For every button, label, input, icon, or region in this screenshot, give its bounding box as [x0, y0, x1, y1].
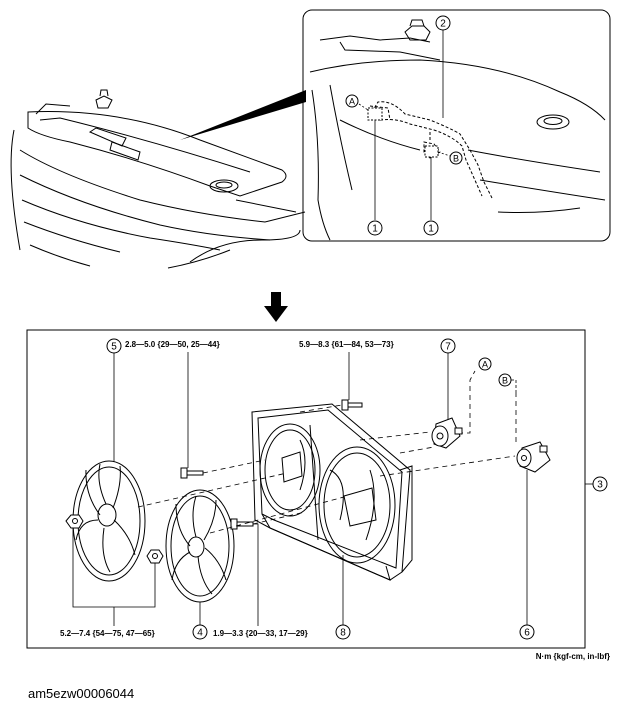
- detail-box: [302, 9, 611, 242]
- marker-a-detail: [345, 94, 359, 108]
- callout-4: [192, 624, 208, 640]
- detail-view-body: [309, 19, 606, 241]
- connector-left: [367, 107, 383, 121]
- marker-a-detail-label: A: [349, 97, 355, 107]
- marker-b-detail-label: B: [453, 154, 459, 164]
- zoom-wedge: [180, 90, 306, 140]
- alignment-lines: [137, 370, 541, 534]
- marker-a-exploded-label: A: [482, 360, 488, 370]
- callout-5: [106, 338, 122, 354]
- fan-motor-lower: [516, 441, 551, 473]
- bolt-motor-upper: [341, 399, 363, 411]
- marker-b-detail: [449, 151, 463, 165]
- callout-7: [440, 338, 456, 354]
- connector-right: [424, 145, 439, 158]
- fan-shroud: [251, 403, 413, 581]
- callout-8-label: 8: [340, 628, 346, 639]
- callout-6: [519, 624, 535, 640]
- callout-4-label: 4: [197, 628, 203, 639]
- callout-3: [592, 476, 608, 492]
- vehicle-front-view: [10, 89, 306, 269]
- fan-small: [165, 489, 235, 603]
- image-code: am5ezw00006044: [28, 686, 134, 701]
- callout-7-label: 7: [445, 342, 451, 353]
- callout-6-label: 6: [524, 628, 530, 639]
- bolt-fan-hub: [230, 518, 254, 530]
- fan-large: [72, 460, 146, 582]
- nut-left: [65, 514, 84, 529]
- bolt-fan-shroud-lower: [180, 467, 204, 479]
- marker-b-exploded-label: B: [502, 376, 508, 386]
- callout-2-label: 2: [440, 19, 446, 30]
- callout-1-right: [423, 220, 439, 236]
- callout-1-left: [367, 220, 383, 236]
- callout-2: [435, 15, 451, 31]
- callout-1-left-label: 1: [372, 224, 378, 235]
- fan-motor-upper: [431, 417, 463, 449]
- exploded-view-box: [26, 329, 586, 649]
- torque-label-bolt-upper: 5.9—8.3 {61—84, 53—73}: [299, 340, 394, 349]
- callout-3-label: 3: [597, 480, 603, 491]
- marker-a-exploded: [478, 357, 492, 371]
- unit-note: N·m {kgf-cm, in-lbf}: [536, 652, 610, 661]
- torque-label-bolt-lower: 2.8—5.0 {29—50, 25—44}: [125, 340, 220, 349]
- torque-label-nuts: 5.2—7.4 {54—75, 47—65}: [60, 629, 155, 638]
- callout-5-label: 5: [111, 342, 117, 353]
- nut-right: [146, 549, 164, 564]
- callout-1-right-label: 1: [428, 224, 434, 235]
- torque-label-fan-bolt: 1.9—3.3 {20—33, 17—29}: [213, 629, 308, 638]
- down-arrow-icon: [264, 292, 288, 322]
- callout-8: [335, 624, 351, 640]
